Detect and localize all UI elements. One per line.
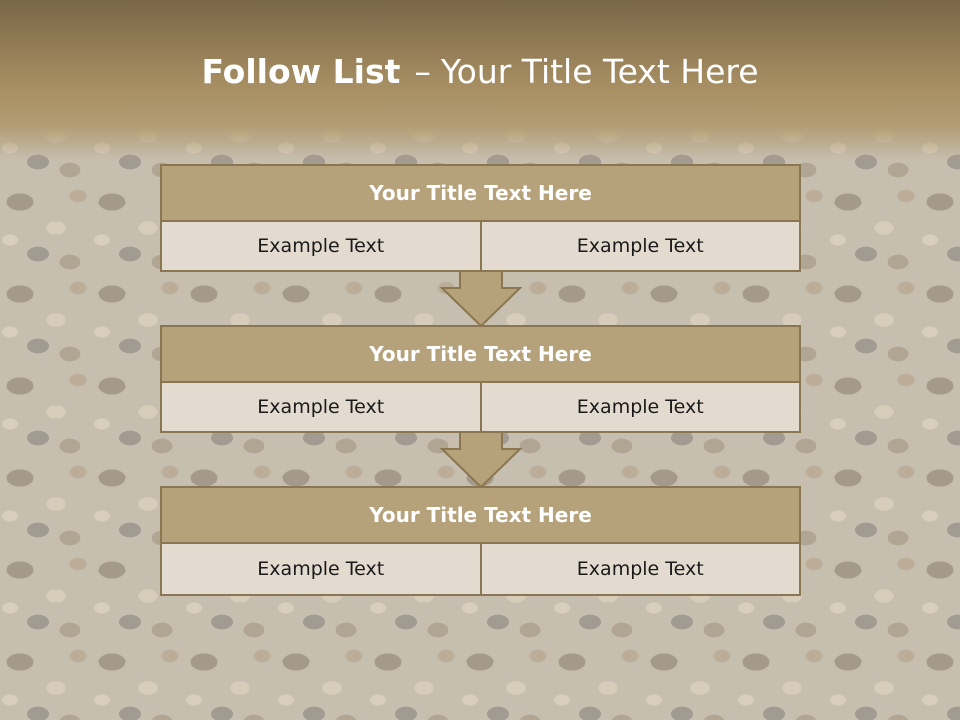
block-row: Example Text Example Text bbox=[160, 544, 801, 596]
block-title: Your Title Text Here bbox=[160, 164, 801, 222]
slide-title: Follow List–Your Title Text Here bbox=[0, 52, 960, 91]
list-block-2: Your Title Text Here Example Text Exampl… bbox=[160, 325, 801, 433]
down-arrow-icon bbox=[440, 270, 522, 328]
block-cell-left: Example Text bbox=[160, 222, 482, 272]
list-block-3: Your Title Text Here Example Text Exampl… bbox=[160, 486, 801, 596]
slide-title-rest: Your Title Text Here bbox=[440, 52, 759, 91]
slide-title-bold: Follow List bbox=[201, 52, 401, 91]
block-cell-left: Example Text bbox=[160, 544, 482, 596]
block-cell-right: Example Text bbox=[481, 544, 801, 596]
list-block-1: Your Title Text Here Example Text Exampl… bbox=[160, 164, 801, 272]
block-row: Example Text Example Text bbox=[160, 222, 801, 272]
block-row: Example Text Example Text bbox=[160, 383, 801, 433]
down-arrow-icon bbox=[440, 431, 522, 489]
slide-title-dash: – bbox=[414, 52, 431, 91]
block-cell-right: Example Text bbox=[481, 383, 801, 433]
block-title: Your Title Text Here bbox=[160, 486, 801, 544]
block-title: Your Title Text Here bbox=[160, 325, 801, 383]
header-band bbox=[0, 0, 960, 160]
block-cell-right: Example Text bbox=[481, 222, 801, 272]
block-cell-left: Example Text bbox=[160, 383, 482, 433]
